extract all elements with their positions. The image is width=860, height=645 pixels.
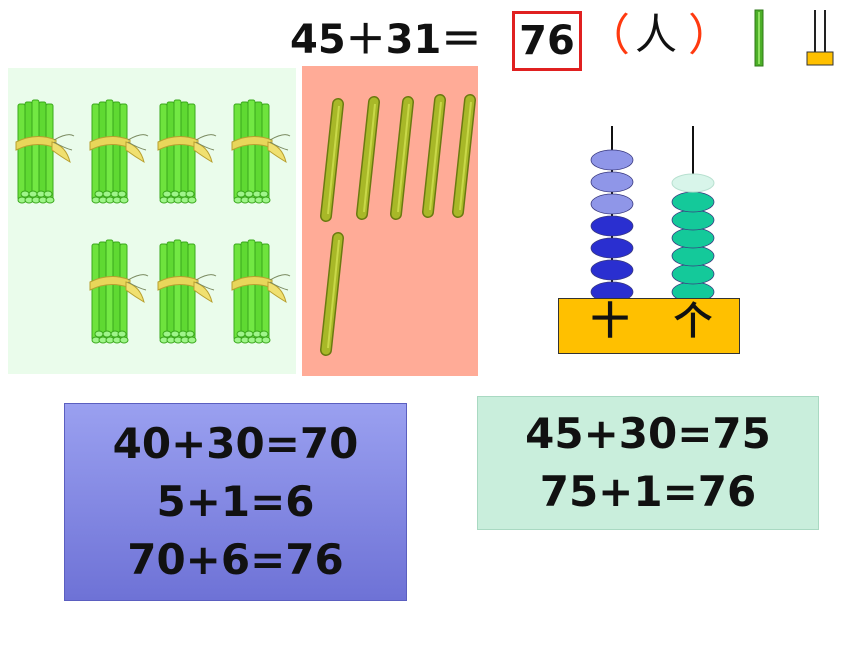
- single-sticks: [302, 66, 478, 376]
- ones-bead: [671, 263, 715, 285]
- abacus-base: [558, 298, 740, 354]
- method-a-line-1: 40+30=70: [112, 419, 359, 468]
- place-value-counter-icon: [806, 10, 834, 66]
- equation: 45＋31＝ 76 （ 人 ）: [290, 8, 850, 71]
- method-a-line-2: 5+1=6: [156, 477, 315, 526]
- ones-bead: [671, 209, 715, 231]
- abacus: 十 个: [555, 122, 745, 362]
- tens-bead: [590, 215, 634, 237]
- tens-bead: [590, 171, 634, 193]
- close-paren: ）: [688, 10, 732, 61]
- ones-bead: [671, 227, 715, 249]
- ones-bead-faded: [671, 173, 715, 193]
- method-b-line-1: 45+30=75: [525, 409, 771, 458]
- tens-bead: [590, 149, 634, 171]
- answer-value: 76: [519, 18, 575, 64]
- method-b-line-2: 75+1=76: [539, 467, 757, 516]
- ones-label: 个: [674, 299, 713, 343]
- method-b-box: 45+30=75 75+1=76: [477, 396, 819, 530]
- stick-bundles: [15, 99, 291, 344]
- tens-bead: [590, 259, 634, 281]
- tens-bead: [590, 237, 634, 259]
- tens-bead: [590, 193, 634, 215]
- tens-beads: [590, 149, 634, 302]
- method-a-box: 40+30=70 5+1=6 70+6=76: [64, 403, 407, 601]
- single-green-stick-icon: [754, 9, 764, 67]
- tens-label: 十: [591, 299, 630, 343]
- tens-bead: [590, 281, 634, 302]
- ones-bead: [671, 191, 715, 213]
- ones-beads: [671, 173, 715, 302]
- open-paren: （: [586, 10, 630, 61]
- answer-box[interactable]: 76: [512, 11, 582, 71]
- ones-bead: [671, 245, 715, 267]
- method-a-line-3: 70+6=76: [127, 535, 344, 584]
- bundle-panel: [8, 68, 296, 374]
- unit-label: 人: [635, 10, 678, 59]
- abacus-rods: [590, 126, 715, 302]
- equation-expression: 45＋31＝: [290, 17, 482, 63]
- single-stick-panel: [302, 66, 478, 376]
